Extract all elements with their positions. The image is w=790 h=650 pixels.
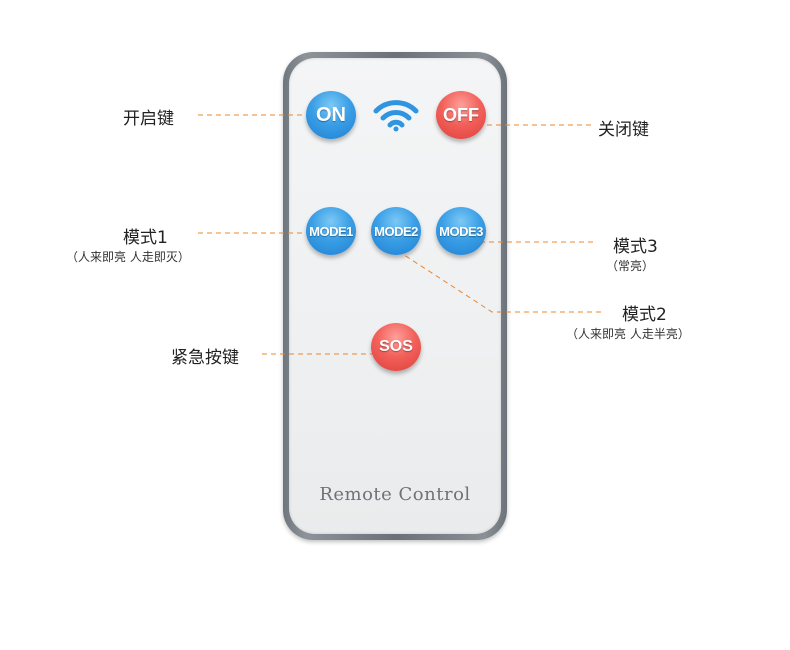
sos-button[interactable]: SOS (371, 323, 421, 371)
mode1-button[interactable]: MODE1 (306, 207, 356, 255)
remote-brand-text: Remote Control (319, 484, 471, 505)
mode3-note: （常亮） (606, 259, 655, 273)
off-button[interactable]: OFF (436, 91, 486, 139)
mode2-note: （人来即亮 人走半亮） (566, 327, 690, 341)
on-button[interactable]: ON (306, 91, 356, 139)
mode3-label: 模式3 (613, 237, 658, 257)
mode3-button[interactable]: MODE3 (436, 207, 486, 255)
sos-key-label: 紧急按键 (171, 348, 239, 368)
mode1-note: （人来即亮 人走即灭） (66, 250, 190, 264)
mode1-label: 模式1 (123, 228, 168, 248)
on-key-label: 开启键 (123, 109, 174, 129)
off-key-label: 关闭键 (598, 120, 649, 140)
mode2-label: 模式2 (622, 305, 667, 325)
wifi-icon (373, 100, 419, 132)
mode2-button[interactable]: MODE2 (371, 207, 421, 255)
